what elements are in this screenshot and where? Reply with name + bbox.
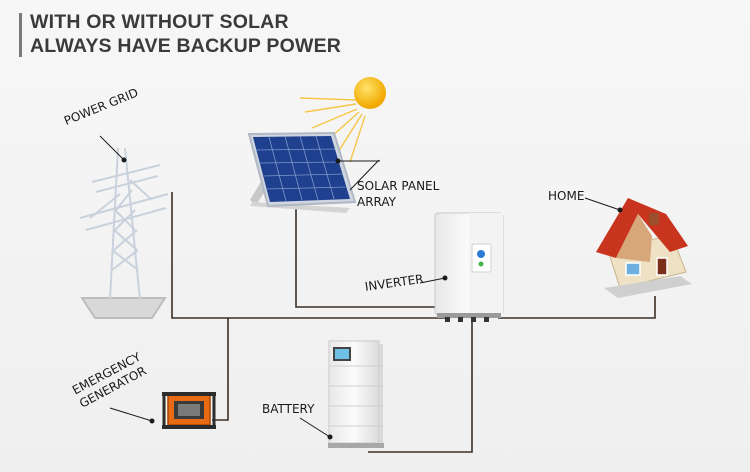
- home-wire: [498, 296, 656, 319]
- solar-panel-label-line-2: ARRAY: [357, 195, 397, 209]
- title-line-1: WITH OR WITHOUT SOLAR: [30, 11, 289, 33]
- generator-icon: [162, 392, 216, 429]
- generator-wire: [212, 318, 229, 421]
- solar-panel-label: SOLAR PANEL ARRAY: [357, 178, 439, 210]
- home-label: HOME: [548, 189, 585, 203]
- grid-wire: [171, 192, 445, 319]
- title-accent-bar: [19, 13, 22, 57]
- inverter-icon: [434, 212, 504, 322]
- wiring: [171, 192, 656, 453]
- page-title: WITH OR WITHOUT SOLAR ALWAYS HAVE BACKUP…: [30, 10, 341, 58]
- solar-panel-icon: [247, 131, 357, 213]
- power-tower-icon: [79, 147, 169, 319]
- title-line-2: ALWAYS HAVE BACKUP POWER: [30, 35, 342, 57]
- battery-icon: [328, 340, 384, 448]
- solar-wire: [295, 205, 445, 308]
- label-leaders: [99, 135, 623, 440]
- solar-panel-label-line-1: SOLAR PANEL: [357, 179, 440, 193]
- sun-icon: [299, 77, 386, 163]
- battery-wire: [368, 318, 473, 453]
- battery-label: BATTERY: [262, 402, 315, 416]
- house-icon: [596, 198, 692, 298]
